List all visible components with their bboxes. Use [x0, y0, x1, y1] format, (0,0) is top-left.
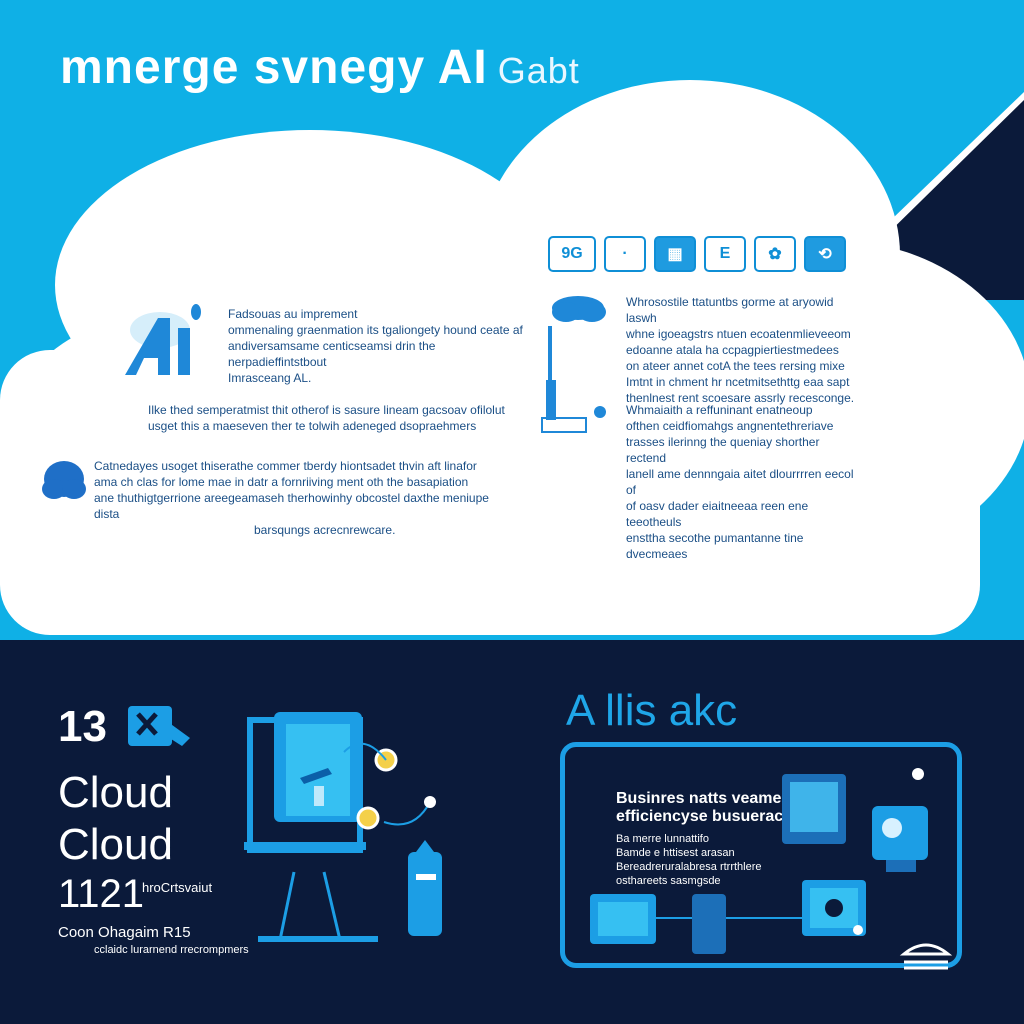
text-line: andiversamsame centicseamsi drin the ner…: [228, 339, 436, 369]
text-line: thenlnest rent scoesare assrly recescong…: [626, 391, 855, 405]
small-cloud-icon: [42, 461, 86, 499]
icon-toolbar: 9G · ▦ E ✿ ⟲: [548, 236, 846, 272]
panel-line: Bamde e httisest arasan: [616, 847, 735, 859]
gear-icon[interactable]: ✿: [754, 236, 796, 272]
text-line: Whrosostile ttatuntbs gorme at aryowid l…: [626, 295, 834, 325]
text-line: Fadsouas au imprement: [228, 307, 358, 321]
cloud-text-block-1: Fadsouas au imprement ommenaling graenma…: [228, 306, 528, 386]
text-line: Imtnt in chment hr ncetmitsethttg eaa sa…: [626, 375, 850, 389]
footer-label-2: cclaidc lurarnend rrecrompmers: [94, 944, 249, 956]
text-line: usget this a maeseven ther te tolwih ade…: [148, 419, 477, 433]
text-line: ensttha secothe pumantanne tine dvecmeae…: [626, 531, 804, 561]
panel-lines: Ba merre lunnattifo Bamde e httisest ara…: [616, 832, 762, 888]
text-line: edoanne atala ha ccpagpiertiestmedees: [626, 343, 839, 357]
list-icon[interactable]: E: [704, 236, 746, 272]
title-main: mnerge svnegy AI: [60, 41, 488, 94]
panel-line: Bereadreruralabresa rtrrthlere: [616, 861, 762, 873]
stat-number-text: 1121: [58, 872, 145, 916]
cloud-text-block-2: Ilke thed semperatmist thit otherof is s…: [148, 402, 518, 434]
dot-icon[interactable]: ·: [604, 236, 646, 272]
badge-9g-icon[interactable]: 9G: [548, 236, 596, 272]
text-line: trasses ilerinng the queniay shorther re…: [626, 435, 820, 465]
main-cloud: [0, 80, 1024, 635]
sync-icon[interactable]: ⟲: [804, 236, 846, 272]
text-line: whne igoeagstrs ntuen ecoatenmlieveeom: [626, 327, 851, 341]
panel-line: Ba merre lunnattifo: [616, 833, 709, 845]
cloud-server-icon: [541, 296, 606, 433]
cloud-text-block-3: Catnedayes usoget thiserathe commer tber…: [94, 458, 514, 538]
title-suffix: Gabt: [497, 50, 580, 91]
text-line: lanell ame dennngaia aitet dlourrrren ee…: [626, 467, 854, 497]
cloud-label-2: Cloud: [58, 820, 173, 869]
devices-illustration: [590, 768, 953, 970]
text-line: Whmaiaith a reffuninant enatneoup: [626, 403, 813, 417]
text-line: barsqungs acrecnrewcare.: [254, 523, 396, 537]
panel-title-line: efficiencyse busueract: [616, 808, 789, 825]
stat-side-label: hroCrtsvaiut: [142, 880, 213, 895]
stat-number: 1121: [58, 872, 144, 917]
panel-line: osthareets sasmgsde: [616, 875, 721, 887]
text-line: ommenaling graenmation its tgaliongety h…: [228, 323, 523, 337]
cloud-text-block-4: Whrosostile ttatuntbs gorme at aryowid l…: [626, 294, 856, 406]
cloud-label-1: Cloud: [58, 768, 173, 817]
text-line: ofthen ceidfiomahgs angnentethreriave: [626, 419, 834, 433]
puzzle-icon: [128, 706, 190, 746]
text-line: ane thuthigtgerrione areegeamaseh therho…: [94, 491, 489, 521]
business-panel: [560, 742, 962, 968]
text-line: Ilke thed semperatmist thit otherof is s…: [148, 403, 505, 417]
big-number: 13: [58, 702, 107, 752]
ai-logo-icon: [125, 304, 201, 375]
footer-label-1: Coon Ohagaim R15: [58, 924, 191, 941]
text-line: Imrasceang AL.: [228, 371, 312, 385]
big-number-text: 13: [58, 702, 107, 751]
text-line: Catnedayes usoget thiserathe commer tber…: [94, 459, 477, 473]
panel-title: Businres natts veame of efficiencyse bus…: [616, 790, 801, 826]
text-line: on ateer annet cotA the tees rersing mix…: [626, 359, 845, 373]
text-line: of oasv dader eiaitneeaa reen ene teeoth…: [626, 499, 809, 529]
text-line: ama ch clas for lome mae in datr a fornr…: [94, 475, 469, 489]
panel-title-line: Businres natts veame of: [616, 790, 801, 807]
grid-icon[interactable]: ▦: [654, 236, 696, 272]
section-heading: A llis akc: [566, 686, 738, 735]
cloud-text-block-5: Whmaiaith a reffuninant enatneoup ofthen…: [626, 402, 856, 562]
computer-illustration: [244, 712, 442, 942]
